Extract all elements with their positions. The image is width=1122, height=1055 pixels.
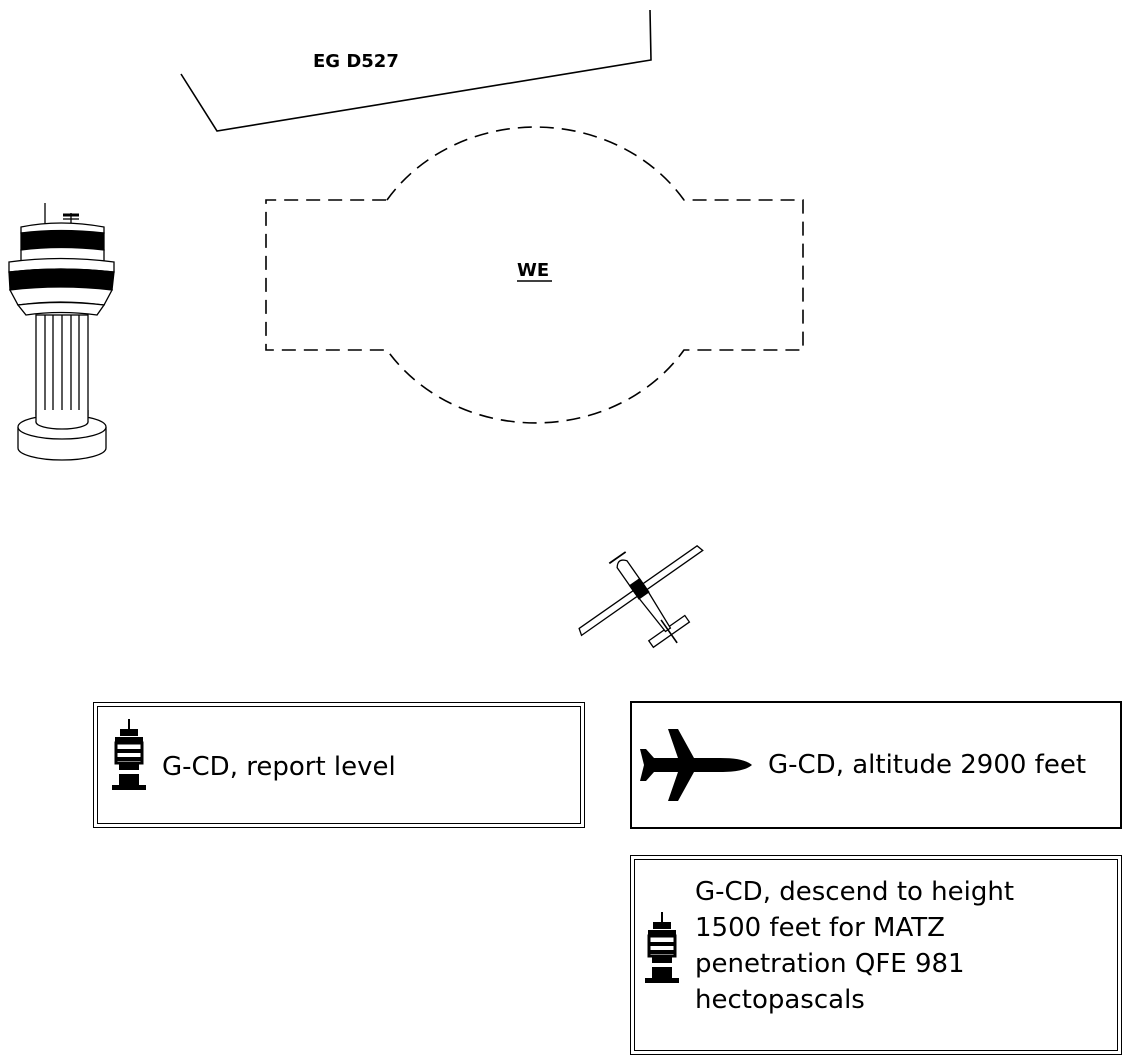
control-tower-icon: [112, 719, 146, 793]
tower-message-descend: G-CD, descend to height 1500 feet for MA…: [630, 855, 1122, 1055]
tower-message-report-level: G-CD, report level: [93, 702, 585, 828]
aerodrome-label: WE: [517, 260, 549, 281]
aircraft-illustration: [557, 515, 738, 685]
control-tower-illustration: [9, 203, 114, 460]
airplane-icon: [640, 729, 752, 801]
message-text: G-CD, descend to height 1500 feet for MA…: [695, 874, 1085, 1018]
aircraft-message-altitude: G-CD, altitude 2900 feet: [630, 701, 1122, 829]
danger-area-boundary: [181, 10, 651, 131]
message-text: G-CD, report level: [162, 749, 396, 785]
message-text: G-CD, altitude 2900 feet: [768, 747, 1086, 783]
danger-area-label: EG D527: [313, 51, 399, 72]
control-tower-icon: [645, 912, 679, 986]
